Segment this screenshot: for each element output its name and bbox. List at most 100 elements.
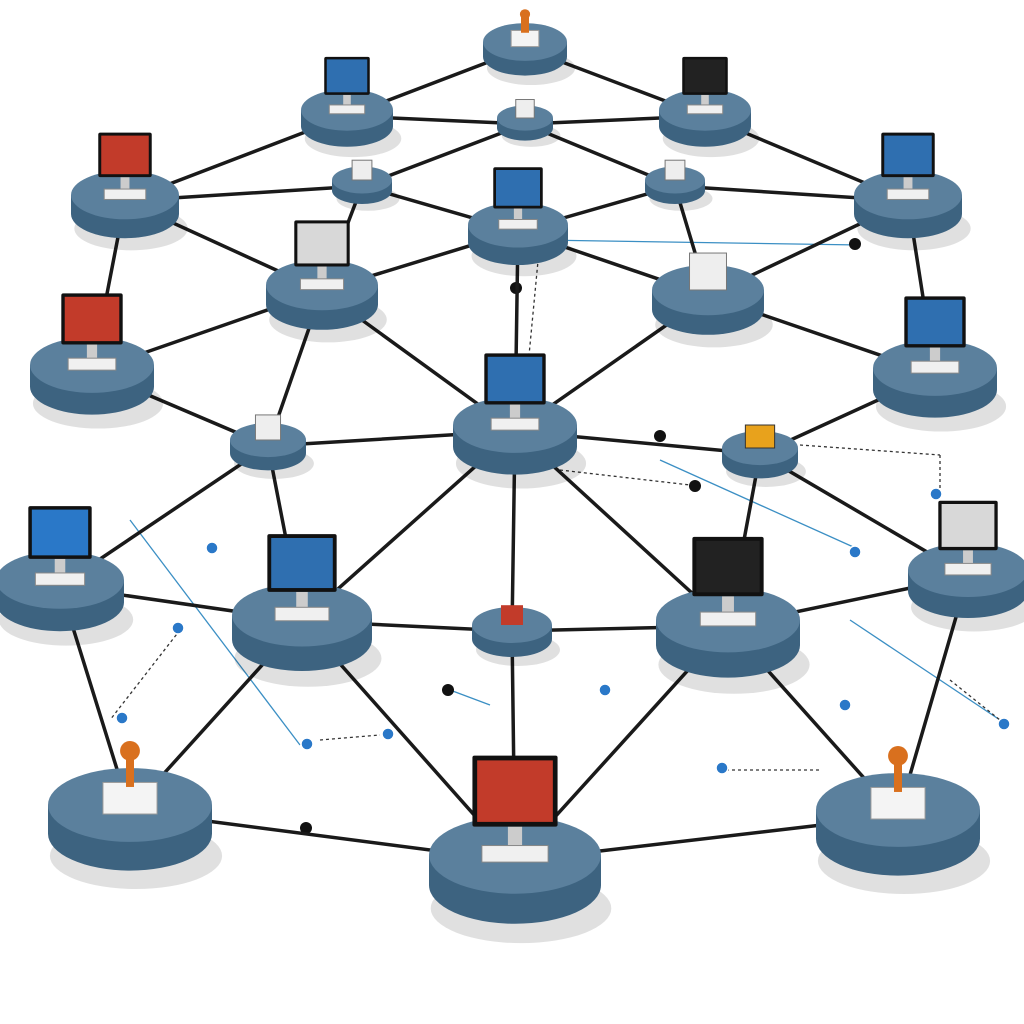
monitor-stand-icon bbox=[929, 347, 941, 368]
link-dot bbox=[115, 711, 129, 725]
node-n21 bbox=[908, 500, 1024, 632]
node-n5 bbox=[71, 132, 188, 251]
nodes bbox=[0, 9, 1024, 944]
dashed-links bbox=[109, 238, 1011, 834]
node-n9 bbox=[854, 132, 971, 251]
node-n15 bbox=[453, 353, 587, 489]
keyboard-icon bbox=[498, 219, 538, 230]
monitor-stand-icon bbox=[86, 344, 98, 365]
dashed-link bbox=[799, 444, 941, 456]
monitor-screen-icon bbox=[477, 760, 553, 822]
node-n23 bbox=[429, 755, 612, 944]
pin-icon bbox=[521, 16, 529, 33]
dashed-link bbox=[559, 469, 691, 486]
monitor-screen-icon bbox=[64, 296, 120, 342]
server-icon bbox=[351, 159, 373, 181]
keyboard-icon bbox=[328, 104, 366, 115]
node-n12 bbox=[30, 293, 164, 429]
dashed-link bbox=[539, 239, 861, 246]
node-n16 bbox=[722, 424, 806, 487]
tablet-icon bbox=[501, 605, 523, 625]
monitor-screen-icon bbox=[487, 356, 543, 402]
link-dot bbox=[929, 487, 943, 501]
dashed-link bbox=[109, 629, 181, 721]
node-n1 bbox=[483, 9, 576, 86]
monitor-stand-icon bbox=[296, 591, 308, 615]
monitor-stand-icon bbox=[509, 404, 521, 425]
node-n20 bbox=[656, 536, 810, 694]
node-n10 bbox=[266, 220, 387, 343]
node-n17 bbox=[0, 506, 134, 646]
link-dot bbox=[598, 683, 612, 697]
node-n19 bbox=[472, 605, 560, 666]
box-icon bbox=[744, 424, 776, 449]
monitor-stand-icon bbox=[701, 94, 709, 110]
monitor-screen-icon bbox=[941, 504, 995, 547]
node-n13 bbox=[873, 296, 1007, 432]
monitor-screen-icon bbox=[101, 135, 149, 175]
node-n14 bbox=[230, 414, 314, 479]
pin-head-icon bbox=[519, 9, 531, 20]
monitor-stand-icon bbox=[513, 208, 523, 225]
monitor-screen-icon bbox=[271, 538, 333, 589]
router-icon bbox=[254, 414, 282, 441]
link-dot bbox=[838, 698, 852, 712]
dashed-link bbox=[659, 459, 861, 551]
keyboard-icon bbox=[689, 252, 727, 291]
monitor-stand-icon bbox=[903, 177, 913, 195]
keyboard-icon bbox=[34, 572, 86, 586]
link-dot bbox=[848, 545, 862, 559]
pin-head-icon bbox=[888, 745, 908, 766]
link-dot bbox=[205, 541, 219, 555]
monitor-stand-icon bbox=[722, 596, 734, 620]
monitor-stand-icon bbox=[120, 177, 130, 195]
keyboard-icon bbox=[481, 845, 549, 863]
node-n24 bbox=[816, 745, 991, 895]
pad-icon bbox=[510, 29, 540, 48]
node-n22 bbox=[48, 740, 223, 890]
junction-dot bbox=[689, 480, 701, 492]
monitor-stand-icon bbox=[54, 558, 66, 580]
keyboard-icon bbox=[67, 357, 117, 371]
dashed-link bbox=[129, 519, 301, 746]
node-n6 bbox=[332, 159, 400, 211]
link-dot bbox=[300, 737, 314, 751]
monitor-screen-icon bbox=[696, 540, 760, 593]
pad-icon bbox=[870, 786, 926, 820]
monitor-screen-icon bbox=[884, 135, 932, 175]
link-dot bbox=[715, 761, 729, 775]
monitor-screen-icon bbox=[326, 59, 368, 93]
keyboard-icon bbox=[699, 611, 757, 627]
monitor-stand-icon bbox=[317, 266, 327, 285]
keyboard-icon bbox=[944, 562, 992, 576]
monitor-screen-icon bbox=[297, 223, 347, 264]
dashed-link bbox=[849, 619, 1001, 721]
keyboard-icon bbox=[490, 417, 540, 431]
keyboard-icon bbox=[103, 188, 147, 200]
node-n3 bbox=[497, 99, 561, 147]
keyboard-icon bbox=[910, 360, 960, 374]
junction-dot bbox=[300, 822, 312, 834]
node-n8 bbox=[645, 159, 713, 211]
dashed-link bbox=[449, 689, 491, 706]
monitor-screen-icon bbox=[31, 509, 89, 556]
node-n11 bbox=[652, 252, 773, 348]
node-n4 bbox=[659, 56, 760, 158]
link-dot bbox=[997, 717, 1011, 731]
pin-icon bbox=[126, 755, 134, 787]
server-tower-icon bbox=[664, 159, 686, 181]
pin-head-icon bbox=[120, 740, 140, 761]
keyboard-icon bbox=[886, 188, 930, 200]
pad-icon bbox=[102, 781, 158, 815]
keyboard-icon bbox=[299, 278, 345, 291]
node-n7 bbox=[468, 167, 577, 277]
keyboard-icon bbox=[686, 104, 724, 115]
monitor-stand-icon bbox=[343, 94, 351, 110]
monitor-screen-icon bbox=[907, 299, 963, 345]
junction-dot bbox=[654, 430, 666, 442]
dashed-link bbox=[319, 734, 381, 741]
dashed-link bbox=[949, 679, 1001, 721]
monitor-screen-icon bbox=[496, 170, 540, 206]
keyboard-icon bbox=[274, 606, 330, 622]
